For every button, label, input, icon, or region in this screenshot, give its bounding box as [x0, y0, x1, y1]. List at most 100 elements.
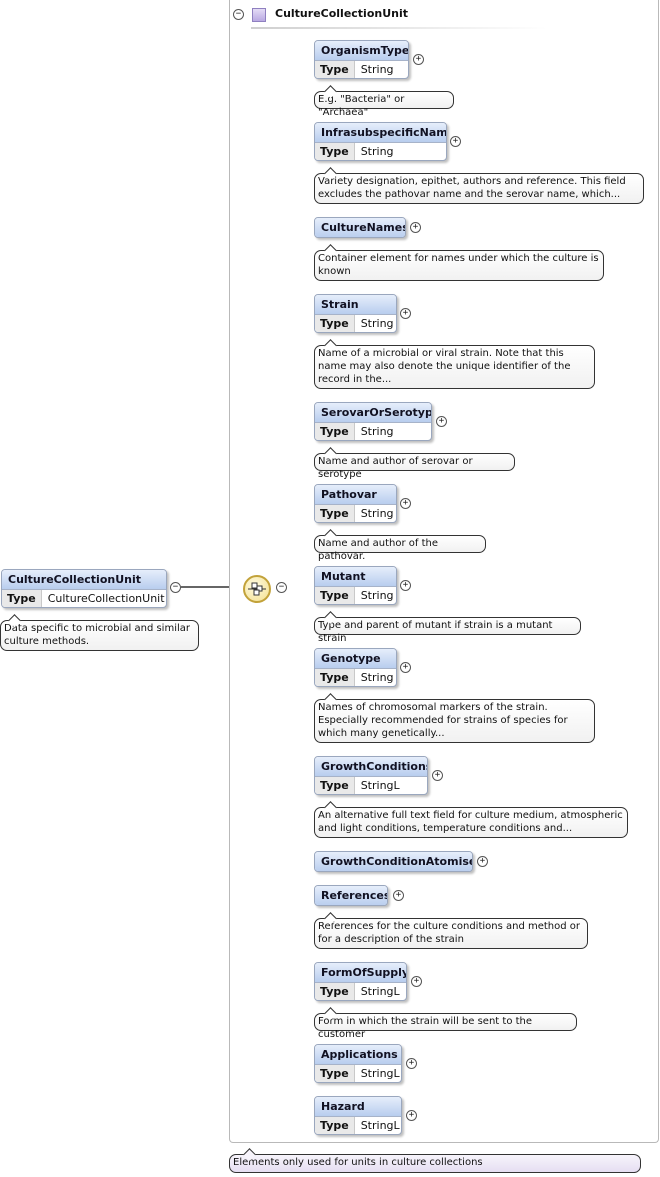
expand-icon[interactable]: +	[436, 416, 447, 427]
element-name: SerovarOrSerotype	[315, 403, 431, 423]
type-value: String	[360, 589, 394, 602]
element-doc: E.g. "Bacteria" or "Archaea"	[314, 91, 454, 118]
sequence-icon[interactable]	[243, 575, 271, 603]
element-node-growthconditionatomised[interactable]: GrowthConditionAtomised	[314, 851, 473, 872]
type-label: Type	[315, 143, 355, 160]
type-value: StringL	[360, 985, 400, 998]
type-value: StringL	[360, 779, 400, 792]
type-label: Type	[315, 983, 355, 1000]
type-value: String	[360, 317, 394, 330]
collapse-icon[interactable]: −	[233, 9, 244, 20]
root-collapse-icon[interactable]: −	[170, 582, 181, 593]
expand-icon[interactable]: +	[432, 770, 443, 781]
expand-icon[interactable]: +	[400, 662, 411, 673]
root-type-value: CultureCollectionUnit	[47, 592, 165, 605]
type-label: Type	[315, 505, 355, 522]
element-node-genotype[interactable]: Genotype Type String	[314, 648, 397, 687]
element-name: Applications	[315, 1045, 401, 1065]
element-node-organismtype[interactable]: OrganismType Type String	[314, 40, 409, 79]
expand-icon[interactable]: +	[450, 136, 461, 147]
type-label: Type	[315, 423, 355, 440]
root-doc-text: Data specific to microbial and similar c…	[4, 623, 190, 647]
expand-icon[interactable]: +	[393, 890, 404, 901]
type-label: Type	[315, 61, 355, 78]
doc-text: An alternative full text field for cultu…	[318, 810, 623, 834]
type-label: Type	[315, 1065, 355, 1082]
doc-text: Type and parent of mutant if strain is a…	[318, 620, 553, 644]
doc-text: E.g. "Bacteria" or "Archaea"	[318, 94, 405, 118]
element-doc: Type and parent of mutant if strain is a…	[314, 617, 581, 644]
doc-text: Name of a microbial or viral strain. Not…	[318, 348, 571, 385]
element-name: OrganismType	[315, 41, 408, 61]
doc-text: Form in which the strain will be sent to…	[318, 1016, 533, 1040]
root-node[interactable]: CultureCollectionUnit Type CultureCollec…	[1, 569, 167, 608]
element-doc: Container element for names under which …	[314, 250, 604, 281]
element-name: Hazard	[315, 1097, 401, 1117]
element-node-serovarorserotype[interactable]: SerovarOrSerotype Type String	[314, 402, 432, 441]
element-doc: Name of a microbial or viral strain. Not…	[314, 345, 595, 389]
container-doc-text: Elements only used for units in culture …	[233, 1157, 483, 1168]
element-name: References	[315, 886, 387, 905]
type-value: StringL	[360, 1067, 400, 1080]
element-name: InfrasubspecificName	[315, 123, 446, 143]
expand-icon[interactable]: +	[477, 856, 488, 867]
element-node-pathovar[interactable]: Pathovar Type String	[314, 484, 397, 523]
element-doc: Variety designation, epithet, authors an…	[314, 173, 644, 204]
expand-icon[interactable]: +	[410, 222, 421, 233]
type-label: Type	[315, 1117, 355, 1134]
doc-text: Variety designation, epithet, authors an…	[318, 176, 626, 200]
doc-text: Name and author of the pathovar.	[318, 538, 439, 562]
expand-icon[interactable]: +	[400, 308, 411, 319]
type-value: String	[360, 145, 394, 158]
element-name: GrowthConditionAtomised	[315, 852, 472, 871]
type-label: Type	[315, 315, 355, 332]
root-node-name: CultureCollectionUnit	[2, 570, 166, 590]
doc-text: Names of chromosomal markers of the stra…	[318, 702, 568, 739]
expand-icon[interactable]: +	[406, 1110, 417, 1121]
doc-text: References for the culture conditions an…	[318, 921, 581, 945]
element-doc: Form in which the strain will be sent to…	[314, 1013, 577, 1040]
element-node-infrasubspecificname[interactable]: InfrasubspecificName Type String	[314, 122, 447, 161]
doc-text: Container element for names under which …	[318, 253, 599, 277]
sequence-collapse-icon[interactable]: −	[276, 582, 287, 593]
element-name: FormOfSupply	[315, 963, 406, 983]
expand-icon[interactable]: +	[406, 1058, 417, 1069]
title-underline	[251, 27, 547, 29]
type-label: Type	[315, 777, 355, 794]
expand-icon[interactable]: +	[400, 580, 411, 591]
type-value: StringL	[360, 1119, 400, 1132]
element-doc: Name and author of serovar or serotype	[314, 453, 515, 480]
element-node-formofsupply[interactable]: FormOfSupply Type StringL	[314, 962, 407, 1001]
element-node-culturenames[interactable]: CultureNames	[314, 217, 406, 238]
expand-icon[interactable]: +	[413, 54, 424, 65]
element-doc: Names of chromosomal markers of the stra…	[314, 699, 595, 743]
element-name: Pathovar	[315, 485, 396, 505]
element-name: Strain	[315, 295, 396, 315]
type-value: String	[360, 63, 394, 76]
container-doc: Elements only used for units in culture …	[229, 1154, 641, 1173]
type-value: String	[360, 425, 394, 438]
element-node-hazard[interactable]: Hazard Type StringL	[314, 1096, 402, 1135]
expand-icon[interactable]: +	[400, 498, 411, 509]
doc-text: Name and author of serovar or serotype	[318, 456, 473, 480]
element-doc: References for the culture conditions an…	[314, 918, 588, 949]
element-node-references[interactable]: References	[314, 885, 388, 906]
container-box	[229, 0, 659, 1143]
element-name: Genotype	[315, 649, 396, 669]
element-node-growthconditions[interactable]: GrowthConditions Type StringL	[314, 756, 428, 795]
type-label: Type	[315, 587, 355, 604]
root-doc: Data specific to microbial and similar c…	[0, 620, 199, 651]
element-doc: An alternative full text field for cultu…	[314, 807, 628, 838]
element-name: CultureNames	[315, 218, 405, 237]
element-doc: Name and author of the pathovar.	[314, 535, 486, 562]
complex-type-icon	[252, 8, 266, 22]
element-node-strain[interactable]: Strain Type String	[314, 294, 397, 333]
element-name: Mutant	[315, 567, 396, 587]
element-node-applications[interactable]: Applications Type StringL	[314, 1044, 402, 1083]
type-label: Type	[315, 669, 355, 686]
type-value: String	[360, 507, 394, 520]
element-node-mutant[interactable]: Mutant Type String	[314, 566, 397, 605]
expand-icon[interactable]: +	[411, 976, 422, 987]
element-name: GrowthConditions	[315, 757, 427, 777]
type-value: String	[360, 671, 394, 684]
